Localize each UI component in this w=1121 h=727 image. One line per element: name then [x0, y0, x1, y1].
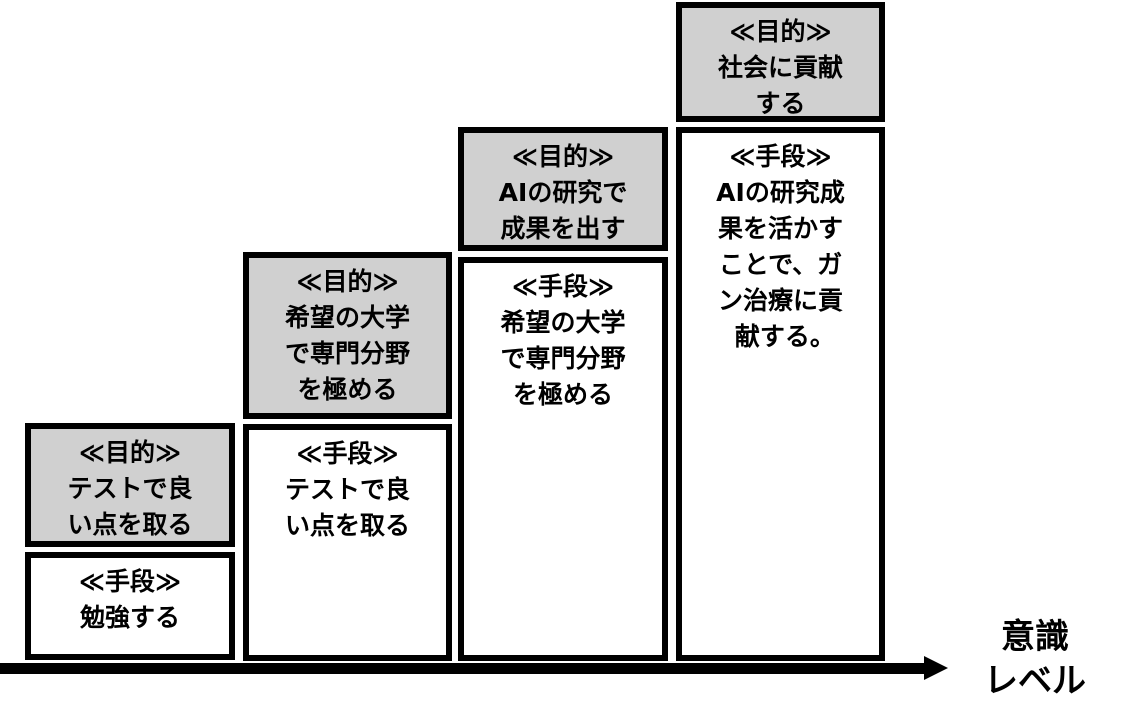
axis-arrow-line	[0, 663, 925, 674]
means-text: を極める	[512, 380, 613, 409]
means-text: ことで、ガ	[718, 250, 843, 279]
purpose-text: で専門分野	[284, 339, 410, 368]
means-text: 献する。	[726, 322, 835, 351]
purpose-box-2: ≪目的≫ 希望の大学 で専門分野 を極める	[243, 252, 452, 419]
purpose-text: する	[755, 89, 806, 118]
means-text: 希望の大学	[500, 308, 626, 337]
means-box-3: ≪手段≫ 希望の大学 で専門分野 を極める	[458, 257, 668, 661]
purpose-heading: ≪目的≫	[511, 142, 615, 171]
means-text: で専門分野	[500, 344, 626, 373]
purpose-text: テストで良	[67, 474, 193, 503]
means-heading: ≪手段≫	[78, 567, 182, 596]
purpose-text: 社会に貢献	[717, 53, 843, 82]
purpose-heading: ≪目的≫	[78, 438, 182, 467]
means-text: AIの研究成	[716, 178, 845, 207]
means-box-2: ≪手段≫ テストで良 い点を取る	[243, 424, 452, 661]
purpose-text: を極める	[297, 375, 398, 404]
purpose-box-4: ≪目的≫ 社会に貢献 する	[676, 2, 885, 122]
purpose-text: AIの研究で	[498, 178, 628, 207]
purpose-heading: ≪目的≫	[296, 267, 399, 296]
purpose-text: 成果を出す	[500, 214, 626, 243]
purpose-box-3: ≪目的≫ AIの研究で 成果を出す	[458, 127, 668, 251]
purpose-text: い点を取る	[67, 510, 193, 539]
means-box-4: ≪手段≫ AIの研究成 果を活かす ことで、ガ ン治療に貢 献する。	[676, 127, 885, 661]
axis-label: 意識 レベル	[975, 615, 1095, 703]
purpose-box-1: ≪目的≫ テストで良 い点を取る	[25, 423, 235, 547]
means-heading: ≪手段≫	[511, 272, 615, 301]
means-box-1: ≪手段≫ 勉強する	[25, 552, 235, 660]
means-heading: ≪手段≫	[296, 439, 399, 468]
means-text: い点を取る	[284, 511, 410, 540]
axis-arrow-head-icon	[924, 656, 948, 680]
means-text: 果を活かす	[717, 214, 843, 243]
means-text: ン治療に貢	[717, 286, 843, 315]
means-text: テストで良	[284, 475, 410, 504]
purpose-text: 希望の大学	[284, 303, 410, 332]
means-heading: ≪手段≫	[729, 142, 832, 171]
axis-label-line1: 意識	[1001, 617, 1069, 657]
purpose-heading: ≪目的≫	[729, 17, 832, 46]
means-text: 勉強する	[79, 603, 180, 632]
axis-label-line2: レベル	[984, 661, 1086, 701]
